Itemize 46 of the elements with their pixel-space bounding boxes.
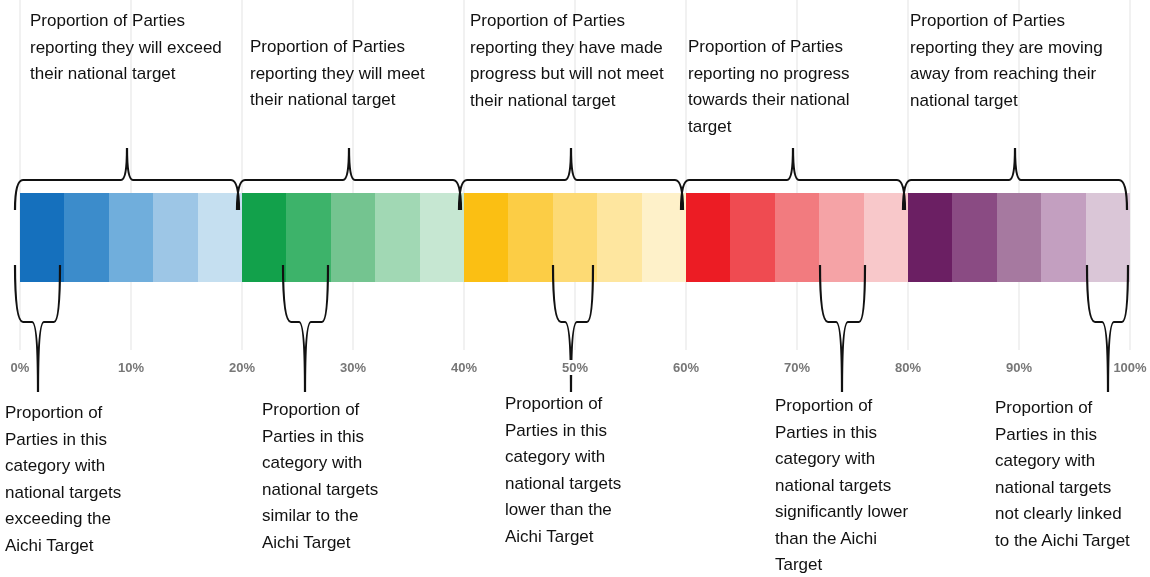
category-description: Proportion of Parties in this category with national targets lower than the Aichi Target (505, 393, 623, 548)
category-description: Proportion of Parties in this category with national targets significantly lower than the Aichi Target (775, 395, 910, 576)
axis-tick-label: 30% (339, 360, 367, 375)
bar-segment (730, 193, 776, 282)
bar-segment (952, 193, 998, 282)
bar-segment (597, 193, 643, 282)
bar-segment (242, 193, 287, 282)
bar-segment (464, 193, 509, 282)
bar-segment (686, 193, 731, 282)
bar-segment (286, 193, 332, 282)
axis-tick-label: 90% (1005, 360, 1033, 375)
bar-segment (419, 193, 465, 282)
axis-tick-label: 80% (894, 360, 922, 375)
axis-tick-label: 50% (561, 360, 589, 375)
axis-tick-label: 70% (783, 360, 811, 375)
bar-segment (996, 193, 1042, 282)
bar-segment (1041, 193, 1087, 282)
category-description: Proportion of Parties in this category with national targets not clearly linked to the Aichi Target (995, 397, 1130, 552)
bar-segment (64, 193, 110, 282)
bar-segment (819, 193, 865, 282)
bar-segment (153, 193, 199, 282)
category-description: Proportion of Parties reporting they are moving away from reaching their national target (910, 10, 1104, 112)
bar-segment (330, 193, 376, 282)
category-description: Proportion of Parties reporting they will exceed their national target (30, 10, 223, 85)
bar-segment (863, 193, 909, 282)
bar-segment (508, 193, 554, 282)
bar-segment (197, 193, 243, 282)
axis-tick-label: 40% (450, 360, 478, 375)
bar-segment (20, 193, 65, 282)
axis-tick-label: 0% (9, 360, 31, 375)
category-description: Proportion of Parties reporting they will meet their national target (250, 36, 426, 111)
bar-segment (552, 193, 598, 282)
bar-segment (108, 193, 154, 282)
axis-tick-label: 20% (228, 360, 256, 375)
category-description: Proportion of Parties reporting no progress towards their national target (688, 36, 851, 138)
bar-segment (908, 193, 953, 282)
bar-segment (641, 193, 687, 282)
axis-tick-label: 60% (672, 360, 700, 375)
bar-segment (1085, 193, 1131, 282)
bar-segment (375, 193, 421, 282)
bar-segment (774, 193, 820, 282)
category-description: Proportion of Parties reporting they have made progress but will not meet their national target (470, 10, 665, 112)
category-description: Proportion of Parties in this category with national targets similar to the Aichi Target (262, 399, 380, 554)
axis-tick-label: 100% (1112, 360, 1148, 375)
category-description: Proportion of Parties in this category with national targets exceeding the Aichi Target (5, 402, 123, 557)
axis-tick-label: 10% (117, 360, 145, 375)
